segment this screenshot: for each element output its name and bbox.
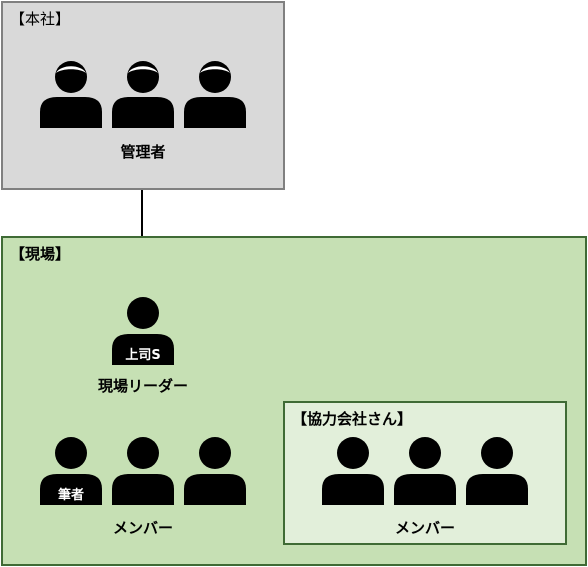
boss-label: 上司S	[125, 348, 161, 363]
connector-line	[141, 190, 143, 236]
partner-member-person-icon	[465, 437, 529, 505]
manager-person-icon	[111, 60, 175, 128]
partner-member-person-icon	[321, 437, 385, 505]
partner-title: 【協力会社さん】	[292, 410, 413, 428]
boss-person-icon: 上司S	[111, 297, 175, 365]
manager-caption: 管理者	[120, 143, 166, 161]
manager-person-icon	[39, 60, 103, 128]
author-person-icon: 筆者	[39, 437, 103, 505]
member-person-icon	[183, 437, 247, 505]
site-members-caption: メンバー	[112, 519, 173, 537]
author-label: 筆者	[57, 488, 84, 503]
partner-members-caption: メンバー	[394, 519, 455, 537]
partner-member-person-icon	[393, 437, 457, 505]
partner-box: 【協力会社さん】	[283, 401, 567, 545]
site-leader-caption: 現場リーダー	[97, 377, 188, 395]
site-title: 【現場】	[10, 245, 71, 263]
hq-title: 【本社】	[10, 10, 71, 28]
member-person-icon	[111, 437, 175, 505]
hq-box: 【本社】	[1, 1, 285, 190]
manager-person-icon	[183, 60, 247, 128]
